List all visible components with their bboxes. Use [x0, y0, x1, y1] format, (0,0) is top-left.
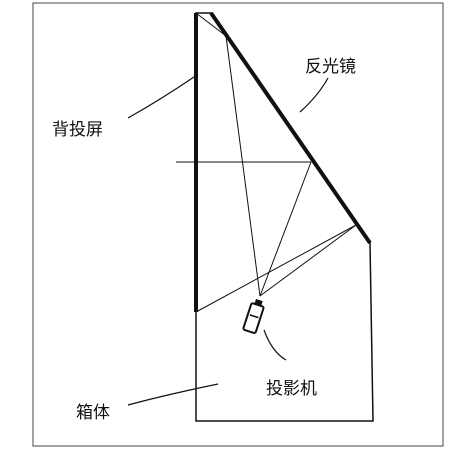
- ray-projector-to-mirror-mid: [259, 161, 312, 297]
- label-cabinet: 箱体: [76, 403, 110, 423]
- leader-projector: [263, 329, 287, 361]
- label-mirror: 反光镜: [305, 57, 356, 77]
- ray-projector-to-mirror-top: [225, 35, 261, 297]
- ray-mirror-top-to-screen-top: [195, 12, 227, 37]
- ray-projector-to-mirror-bottom: [259, 224, 357, 297]
- leader-screen: [127, 76, 195, 119]
- label-screen: 背投屏: [52, 120, 103, 140]
- projector-detail: [249, 314, 259, 319]
- leader-cabinet: [127, 383, 219, 406]
- image-frame: [32, 2, 444, 447]
- leader-lines: [127, 76, 329, 406]
- projector-lens: [254, 299, 263, 307]
- projector-body: [242, 302, 265, 334]
- leader-mirror: [299, 77, 329, 113]
- mirror: [209, 11, 372, 245]
- projector: [242, 299, 265, 334]
- ray-mirror-bottom-to-screen-bottom: [195, 224, 357, 313]
- cabinet-outline: [195, 12, 374, 422]
- label-projector: 投影机: [266, 379, 317, 399]
- light-rays: [195, 12, 357, 313]
